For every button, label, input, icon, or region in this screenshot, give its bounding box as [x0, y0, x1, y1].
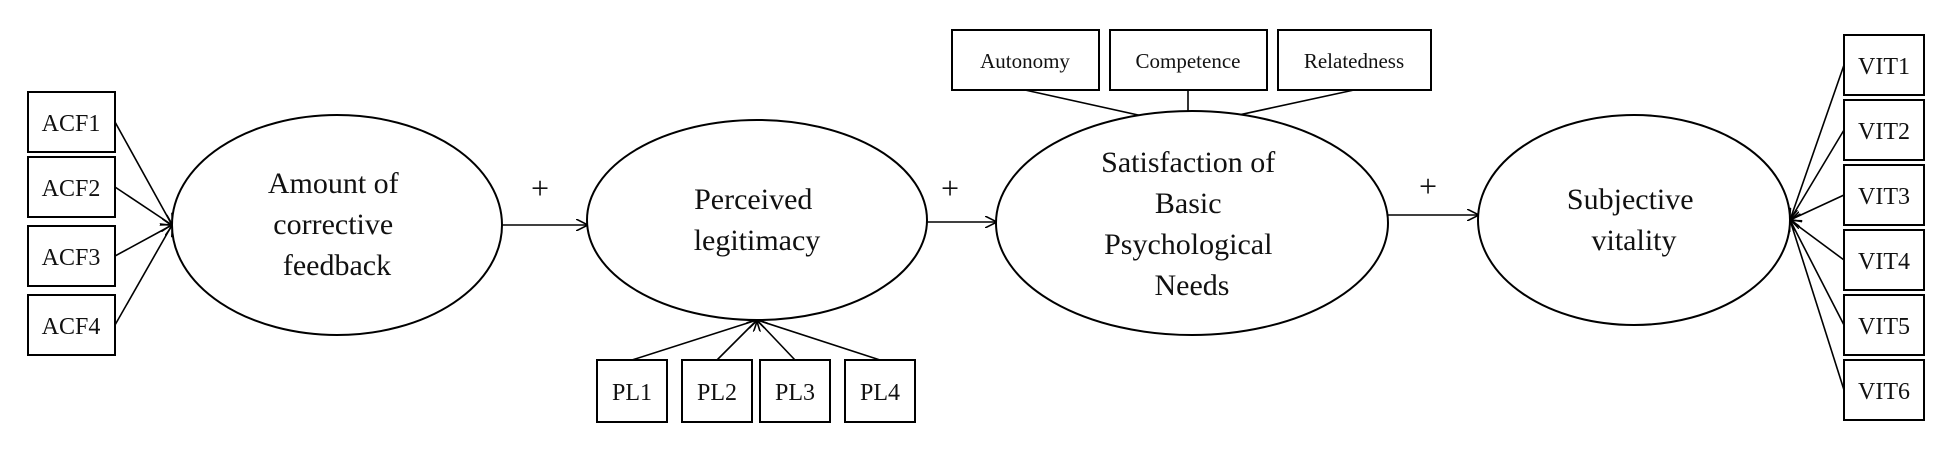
indicator-box	[1843, 34, 1925, 96]
svg-text:Perceived legitimacy: Perceived legitimacy	[694, 183, 821, 257]
latent-subjective-vitality: Subjective vitality	[1477, 114, 1791, 326]
indicator-box	[1843, 99, 1925, 161]
latent-perceived-legitimacy: Perceived legitimacy	[586, 119, 928, 321]
indicator-box	[27, 294, 116, 356]
latent-label-line: Satisfaction of	[1101, 146, 1275, 179]
indicator-label: VIT6	[1858, 379, 1910, 405]
indicator-box	[27, 225, 116, 287]
indicator-label: ACF1	[42, 111, 101, 137]
indicator-vit4: VIT4	[1843, 229, 1925, 291]
indicator-pl3: PL3	[759, 359, 831, 423]
indicator-box	[1109, 29, 1268, 91]
indicator-box	[1843, 164, 1925, 226]
indicator-relatedness: Relatedness	[1277, 29, 1432, 91]
indicator-label: VIT4	[1858, 249, 1910, 275]
indicator-label: VIT1	[1858, 54, 1910, 80]
latent-ellipse	[995, 110, 1389, 336]
latent-ellipse	[171, 114, 503, 336]
indicator-box	[27, 91, 116, 153]
latent-label-line: corrective	[273, 208, 393, 241]
indicator-label: ACF3	[42, 245, 101, 271]
latent-label-line: feedback	[283, 249, 391, 282]
indicator-label: Autonomy	[980, 49, 1070, 73]
indicator-box	[681, 359, 753, 423]
indicator-vit5: VIT5	[1843, 294, 1925, 356]
indicator-box	[844, 359, 916, 423]
edge-vit2-to-latent	[1790, 129, 1845, 220]
path-sign-bpn-vit: +	[1419, 168, 1437, 204]
indicator-label: PL3	[775, 380, 815, 406]
latent-label-line: vitality	[1592, 224, 1677, 257]
edge-pl1-to-latent	[631, 320, 757, 361]
svg-text:Satisfaction of Basic: Satisfaction of Basic Psychological Need…	[1101, 146, 1283, 302]
indicator-acf2: ACF2	[27, 156, 116, 218]
indicator-acf3: ACF3	[27, 225, 116, 287]
indicator-box	[759, 359, 831, 423]
indicator-label: VIT3	[1858, 184, 1910, 210]
path-sign-acf-pl: +	[531, 170, 549, 206]
latent-label-line: Psychological	[1104, 228, 1272, 261]
edge-acf2-to-latent	[114, 186, 172, 225]
latent-label-line: Subjective	[1567, 183, 1694, 216]
indicator-pl4: PL4	[844, 359, 916, 423]
latent-label-line: Basic	[1155, 187, 1222, 220]
indicator-box	[951, 29, 1100, 91]
edge-vit6-to-latent	[1790, 220, 1845, 391]
latent-ellipse	[586, 119, 928, 321]
indicator-label: VIT2	[1858, 119, 1910, 145]
indicator-pl1: PL1	[596, 359, 668, 423]
edge-acf1-to-latent	[114, 121, 172, 225]
indicator-label: PL4	[860, 380, 900, 406]
indicator-box	[1843, 359, 1925, 421]
indicator-competence: Competence	[1109, 29, 1268, 91]
indicator-label: ACF2	[42, 176, 101, 202]
indicator-box	[1843, 229, 1925, 291]
edge-vit5-to-latent	[1790, 220, 1845, 326]
latent-ellipse	[1477, 114, 1791, 326]
indicator-vit6: VIT6	[1843, 359, 1925, 421]
indicator-label: Competence	[1136, 49, 1241, 73]
indicator-box	[1843, 294, 1925, 356]
indicator-label: Relatedness	[1304, 49, 1404, 73]
latent-label-line: legitimacy	[694, 224, 821, 257]
edges-layer	[114, 64, 1845, 391]
indicator-autonomy: Autonomy	[951, 29, 1100, 91]
edge-pl4-to-latent	[757, 320, 881, 361]
latent-label-line: Perceived	[694, 183, 812, 216]
edge-vit4-to-latent	[1790, 220, 1845, 261]
indicator-vit2: VIT2	[1843, 99, 1925, 161]
edge-vit3-to-latent	[1790, 194, 1845, 220]
indicator-label: VIT5	[1858, 314, 1910, 340]
indicator-box	[1277, 29, 1432, 91]
svg-text:Subjective vitality: Subjective vitality	[1567, 183, 1701, 257]
edge-vit1-to-latent	[1790, 64, 1845, 220]
path-sign-pl-bpn: +	[941, 170, 959, 206]
indicator-box	[596, 359, 668, 423]
indicator-box	[27, 156, 116, 218]
edge-acf4-to-latent	[114, 225, 172, 326]
svg-text:Amount of corrective: Amount of corrective feedback	[268, 167, 406, 282]
latent-satisfaction-of-basic-psychological-needs: Satisfaction of Basic Psychological Need…	[995, 110, 1389, 336]
edge-pl2-to-latent	[716, 320, 757, 361]
indicator-acf1: ACF1	[27, 91, 116, 153]
latent-amount-of-corrective-feedback: Amount of corrective feedback	[171, 114, 503, 336]
indicator-pl2: PL2	[681, 359, 753, 423]
indicator-acf4: ACF4	[27, 294, 116, 356]
indicator-label: ACF4	[42, 314, 101, 340]
indicator-vit3: VIT3	[1843, 164, 1925, 226]
indicator-label: PL2	[697, 380, 737, 406]
latent-label-line: Amount of	[268, 167, 399, 200]
indicator-vit1: VIT1	[1843, 34, 1925, 96]
indicator-label: PL1	[612, 380, 652, 406]
latent-label-line: Needs	[1155, 269, 1230, 302]
